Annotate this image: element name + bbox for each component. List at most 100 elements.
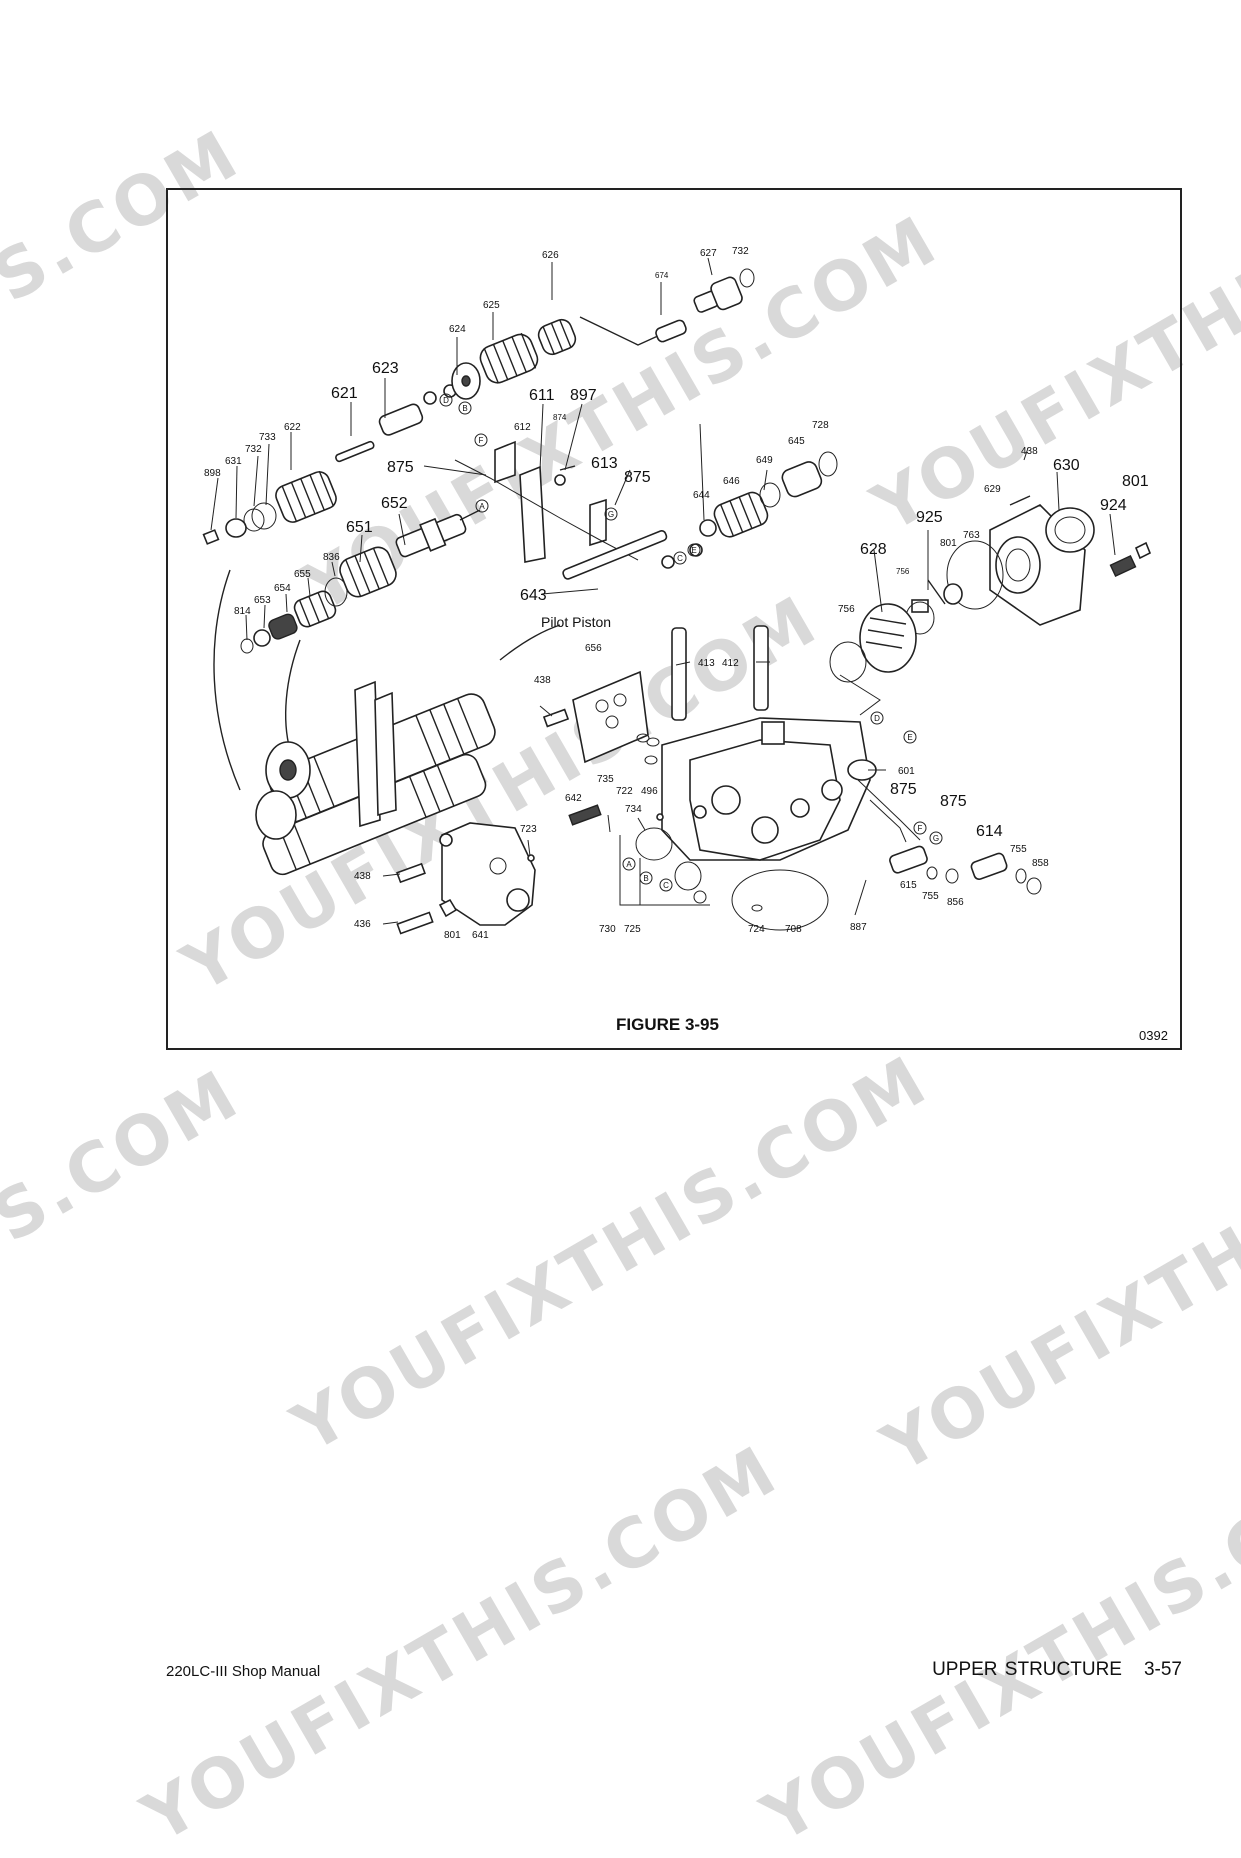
callout-755a: 755 — [1010, 844, 1027, 855]
callout-728: 728 — [812, 420, 829, 431]
marker-d2: D — [874, 714, 880, 723]
callout-652: 652 — [381, 495, 408, 512]
callout-614: 614 — [976, 823, 1003, 840]
callout-413: 413 — [698, 658, 715, 669]
callout-755b: 755 — [922, 891, 939, 902]
callout-627: 627 — [700, 248, 717, 259]
callout-732: 732 — [732, 246, 749, 257]
callout-628: 628 — [860, 541, 887, 558]
callout-653: 653 — [254, 595, 271, 606]
footer-section: UPPER STRUCTURE 3-57 — [932, 1659, 1182, 1681]
callout-613: 613 — [591, 455, 618, 472]
side-cover-parts — [396, 822, 536, 935]
callout-887: 887 — [850, 922, 867, 933]
callout-756a: 756 — [896, 567, 910, 576]
figure-frame — [166, 188, 1182, 1050]
marker-e2: E — [907, 733, 912, 742]
marker-c: C — [677, 554, 683, 563]
callout-654: 654 — [274, 583, 291, 594]
marker-c2: C — [663, 881, 669, 890]
callout-708: 708 — [785, 924, 802, 935]
callout-623: 623 — [372, 360, 399, 377]
marker-f: F — [479, 436, 484, 445]
callout-730: 730 — [599, 924, 616, 935]
callout-496: 496 — [641, 786, 658, 797]
callout-674: 674 — [655, 271, 669, 280]
callout-626: 626 — [542, 250, 559, 261]
callout-924: 924 — [1100, 497, 1127, 514]
callout-897: 897 — [570, 387, 597, 404]
callout-624: 624 — [449, 324, 466, 335]
callout-898: 898 — [204, 468, 221, 479]
callout-756b: 756 — [838, 604, 855, 615]
callout-875b: 875 — [387, 459, 414, 476]
callout-643: 643 — [520, 587, 547, 604]
callout-656: 656 — [585, 643, 602, 654]
callout-801c: 801 — [444, 930, 461, 941]
callout-645: 645 — [788, 436, 805, 447]
callout-629: 629 — [984, 484, 1001, 495]
upper-spool-parts — [202, 268, 755, 563]
marker-a: A — [479, 502, 485, 511]
end-cover-parts — [829, 495, 1152, 716]
callout-412: 412 — [722, 658, 739, 669]
callout-836: 836 — [323, 552, 340, 563]
callout-438c: 438 — [354, 871, 371, 882]
callout-644: 644 — [693, 490, 710, 501]
callout-724: 724 — [748, 924, 765, 935]
callout-438a: 438 — [1021, 446, 1038, 457]
callout-622: 622 — [284, 422, 301, 433]
callout-801a: 801 — [1122, 473, 1149, 490]
figure-caption: FIGURE 3-95 — [616, 1015, 719, 1034]
callout-642: 642 — [565, 793, 582, 804]
exploded-parts-diagram — [202, 257, 1152, 935]
page-number: 3-57 — [1143, 1659, 1182, 1680]
assembled-spool-cluster — [213, 569, 561, 876]
callout-436: 436 — [354, 919, 371, 930]
callout-723: 723 — [520, 824, 537, 835]
callout-734: 734 — [625, 804, 642, 815]
marker-g2: G — [933, 834, 939, 843]
callout-733: 733 — [259, 432, 276, 443]
callout-875a: 875 — [624, 469, 651, 486]
callout-735: 735 — [597, 774, 614, 785]
callout-layer: 626 627 732 674 625 624 874 612 728 645 … — [204, 246, 1149, 941]
marker-e: E — [691, 546, 696, 555]
marker-b2: B — [643, 874, 648, 883]
marker-d: D — [443, 396, 449, 405]
callout-801b: 801 — [940, 538, 957, 549]
callout-732b: 732 — [245, 444, 262, 455]
callout-621: 621 — [331, 385, 358, 402]
callout-875c: 875 — [890, 781, 917, 798]
callout-856: 856 — [947, 897, 964, 908]
marker-a2: A — [626, 860, 632, 869]
callout-725: 725 — [624, 924, 641, 935]
callout-722: 722 — [616, 786, 633, 797]
callout-630: 630 — [1053, 457, 1080, 474]
callout-814: 814 — [234, 606, 251, 617]
callout-631: 631 — [225, 456, 242, 467]
figure-code: 0392 — [1139, 1028, 1168, 1043]
callout-612: 612 — [514, 422, 531, 433]
callout-655: 655 — [294, 569, 311, 580]
marker-b: B — [462, 404, 467, 413]
callout-763: 763 — [963, 530, 980, 541]
marker-f2: F — [918, 824, 923, 833]
footer-manual-title: 220LC-III Shop Manual — [166, 1663, 321, 1680]
callout-651: 651 — [346, 519, 373, 536]
callout-625: 625 — [483, 300, 500, 311]
callout-925: 925 — [916, 509, 943, 526]
callout-641: 641 — [472, 930, 489, 941]
callout-438b: 438 — [534, 675, 551, 686]
leader-lines — [210, 257, 1116, 925]
callout-858: 858 — [1032, 858, 1049, 869]
callout-pilot-piston: Pilot Piston — [541, 614, 611, 630]
callout-601: 601 — [898, 766, 915, 777]
footer-section-title: UPPER STRUCTURE — [932, 1659, 1122, 1680]
marker-g: G — [608, 510, 614, 519]
valve-body — [542, 625, 1042, 931]
callout-649: 649 — [756, 455, 773, 466]
callout-875d: 875 — [940, 793, 967, 810]
callout-646: 646 — [723, 476, 740, 487]
callout-874: 874 — [553, 413, 567, 422]
